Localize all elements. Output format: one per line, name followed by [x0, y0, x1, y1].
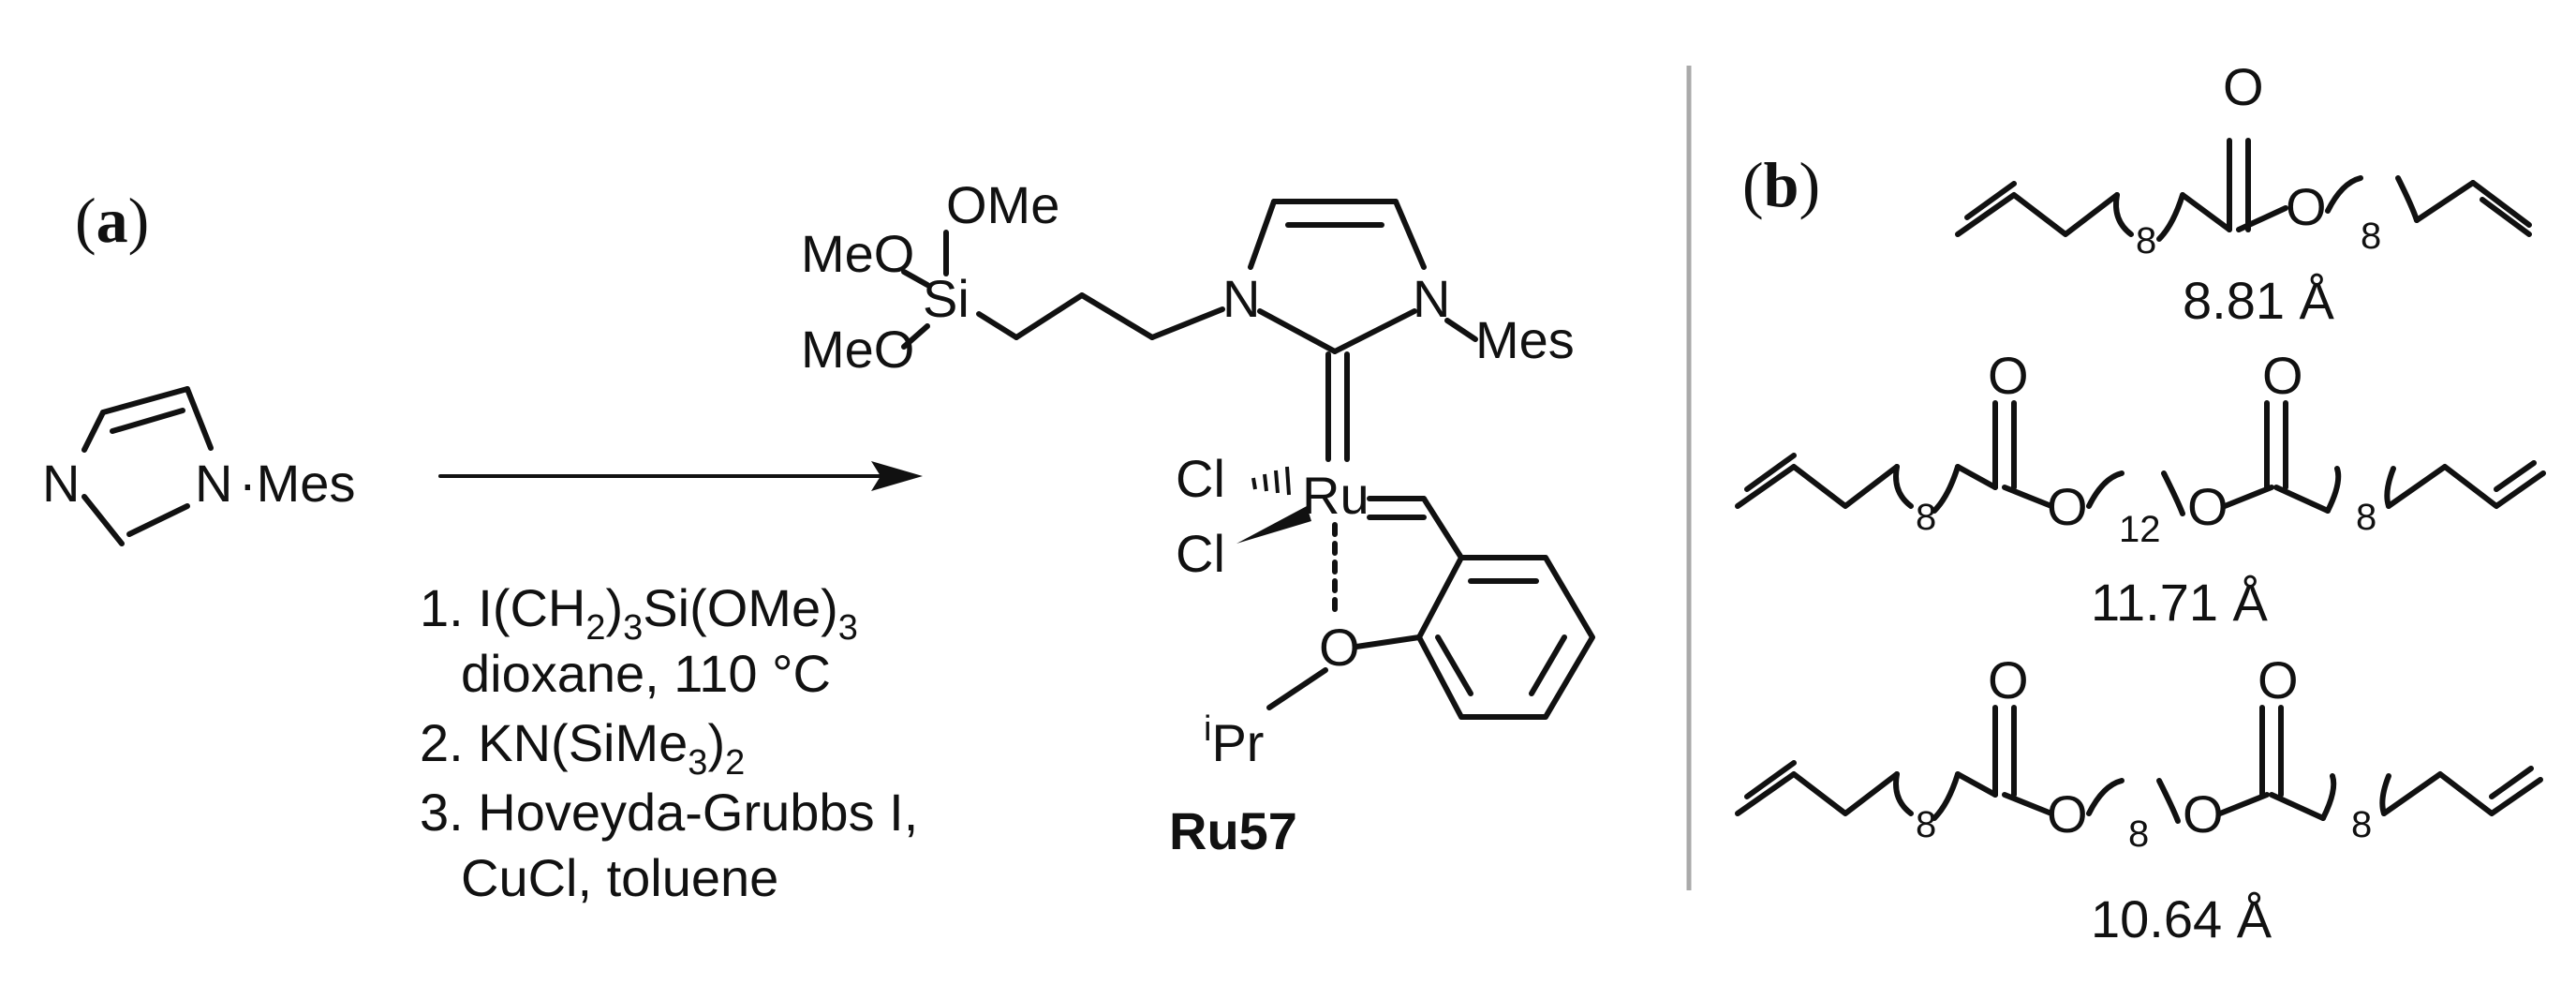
mol-3-n2: 8	[2351, 804, 2372, 845]
reactant-mesityl-imidazole: N N ·Mes	[42, 386, 355, 546]
diene-ester-1: 8 O O 8 8.81 Å	[1955, 57, 2532, 330]
solid-wedge-bond	[1236, 506, 1311, 544]
reactant-n-substituent: ·Mes	[239, 454, 355, 513]
panel-a-label: (a)	[75, 185, 149, 256]
product-meo-2: MeO	[801, 320, 914, 379]
reaction-conditions: 1. I(CH2)3Si(OMe)3 dioxane, 110 °C 2. KN…	[420, 578, 918, 907]
mol-2-o-ester-2: O	[2187, 477, 2228, 536]
panel-b-label: (b)	[1742, 149, 1820, 220]
product-ru57: OMe MeO Si MeO N N Mes Cl	[801, 175, 1595, 860]
reactant-n-left: N	[42, 454, 80, 513]
reaction-arrow	[438, 461, 923, 491]
product-n-right: N	[1413, 269, 1450, 328]
product-si: Si	[923, 269, 970, 328]
product-o: O	[1319, 618, 1360, 677]
mol-2-n-mid: 12	[2119, 509, 2161, 550]
mol-3-n-mid: 8	[2128, 813, 2149, 855]
mol-2-n2: 8	[2356, 497, 2376, 538]
diene-ester-2: 8 O O 12 O O 8 11.71 Å	[1735, 346, 2546, 632]
mol-1-o-carbonyl: O	[2223, 57, 2264, 116]
product-meo-1: MeO	[801, 224, 914, 283]
product-cl-1: Cl	[1176, 449, 1225, 508]
product-name: Ru57	[1169, 801, 1297, 860]
mol-3-n1: 8	[1916, 804, 1936, 845]
mol-1-length: 8.81 Å	[2183, 271, 2335, 330]
mol-1-n1: 8	[2136, 220, 2156, 261]
condition-step-1-solvent: dioxane, 110 °C	[461, 644, 831, 703]
reactant-n-right: N	[195, 454, 232, 513]
diene-ester-3: 8 O O 8 O O 8 10.64 Å	[1735, 650, 2543, 948]
mol-3-o-carbonyl-1: O	[1988, 650, 2029, 709]
condition-step-3: 3. Hoveyda-Grubbs I,	[420, 783, 918, 842]
mol-2-n1: 8	[1916, 497, 1936, 538]
product-ipr: iPr	[1204, 709, 1264, 772]
product-n-left: N	[1222, 269, 1260, 328]
product-ome-top: OMe	[946, 175, 1059, 234]
product-mes: Mes	[1475, 310, 1575, 369]
product-cl-2: Cl	[1176, 524, 1225, 583]
mol-3-o-ester-1: O	[2047, 784, 2088, 843]
mol-2-o-ester-1: O	[2047, 477, 2088, 536]
mol-2-o-carbonyl-2: O	[2262, 346, 2303, 405]
panel-a: (a) N N ·Mes 1. I(CH2)3Si(OMe)3 dioxane,…	[42, 175, 1595, 907]
hashed-wedge-bond	[1251, 466, 1291, 496]
mol-3-o-ester-2: O	[2183, 784, 2224, 843]
condition-step-3-solvent: CuCl, toluene	[461, 848, 778, 907]
panel-b: (b) 8 O O 8 8.81 Å	[1735, 57, 2546, 948]
condition-step-2: 2. KN(SiMe3)2	[420, 713, 745, 783]
mol-1-o-ester: O	[2286, 177, 2327, 236]
product-ru: Ru	[1302, 466, 1369, 525]
mol-2-length: 11.71 Å	[2091, 573, 2269, 632]
mol-3-length: 10.64 Å	[2091, 889, 2273, 948]
mol-2-o-carbonyl-1: O	[1988, 346, 2029, 405]
mol-1-n2: 8	[2361, 216, 2381, 257]
mol-3-o-carbonyl-2: O	[2258, 650, 2299, 709]
condition-step-1: 1. I(CH2)3Si(OMe)3	[420, 578, 858, 648]
